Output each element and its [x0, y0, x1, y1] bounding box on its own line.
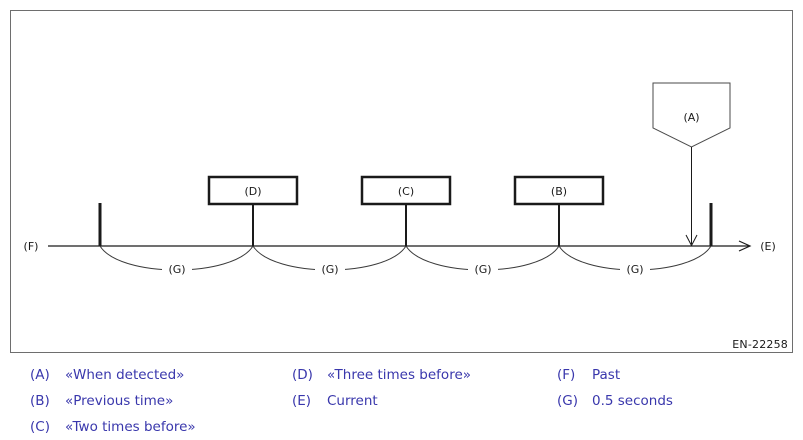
interval-label-3: (G)	[474, 263, 491, 276]
legend-key: (D)	[292, 367, 313, 383]
pentagon-label-a: (A)	[683, 111, 699, 124]
legend-column-2: (D) «Three times before» (E) Current	[292, 362, 471, 414]
diagram-frame: (G) (G) (G) (G) (D) (C) (B) (A) (F) (E) …	[10, 10, 793, 353]
legend-text: Past	[592, 367, 621, 383]
detected-arrowhead-icon	[685, 234, 698, 247]
figure-code: EN-22258	[732, 338, 788, 351]
legend-text: 0.5 seconds	[592, 393, 673, 409]
legend-text: «Previous time»	[65, 393, 174, 409]
legend-text: «When detected»	[65, 367, 185, 383]
box-label-b: (B)	[551, 185, 567, 198]
legend-item-b: (B) «Previous time»	[30, 388, 196, 414]
legend-item-g: (G) 0.5 seconds	[557, 388, 673, 414]
legend-key: (C)	[30, 419, 50, 435]
timeline-label-current: (E)	[760, 240, 776, 253]
legend-item-c: (C) «Two times before»	[30, 414, 196, 440]
legend-item-d: (D) «Three times before»	[292, 362, 471, 388]
brace-label-bg	[162, 262, 192, 277]
detected-pentagon-marker	[652, 82, 731, 148]
legend-column-3: (F) Past (G) 0.5 seconds	[557, 362, 673, 414]
legend-key: (F)	[557, 367, 576, 383]
legend-text: «Two times before»	[65, 419, 196, 435]
box-three-times-before	[207, 175, 299, 206]
legend-key: (B)	[30, 393, 50, 409]
brace-label-bg	[620, 262, 650, 277]
box-previous-time	[513, 175, 605, 206]
box-label-d: (D)	[244, 185, 261, 198]
timeline-diagram: (G) (G) (G) (G) (D) (C) (B) (A) (F) (E)	[24, 82, 776, 277]
brace-label-bg	[315, 262, 345, 277]
box-two-times-before	[360, 175, 452, 206]
timeline-arrowhead-icon	[738, 240, 752, 252]
legend-text: Current	[327, 393, 378, 409]
interval-label-1: (G)	[168, 263, 185, 276]
legend-text: «Three times before»	[327, 367, 472, 383]
legend-key: (G)	[557, 393, 578, 409]
interval-label-2: (G)	[321, 263, 338, 276]
legend-key: (E)	[292, 393, 312, 409]
box-label-c: (C)	[398, 185, 414, 198]
legend-column-1: (A) «When detected» (B) «Previous time» …	[30, 362, 196, 440]
legend-key: (A)	[30, 367, 50, 383]
legend-item-a: (A) «When detected»	[30, 362, 196, 388]
legend: (A) «When detected» (B) «Previous time» …	[0, 362, 803, 440]
interval-label-4: (G)	[626, 263, 643, 276]
brace-label-bg	[468, 262, 498, 277]
legend-item-e: (E) Current	[292, 388, 471, 414]
timeline-label-past: (F)	[24, 240, 39, 253]
legend-item-f: (F) Past	[557, 362, 673, 388]
